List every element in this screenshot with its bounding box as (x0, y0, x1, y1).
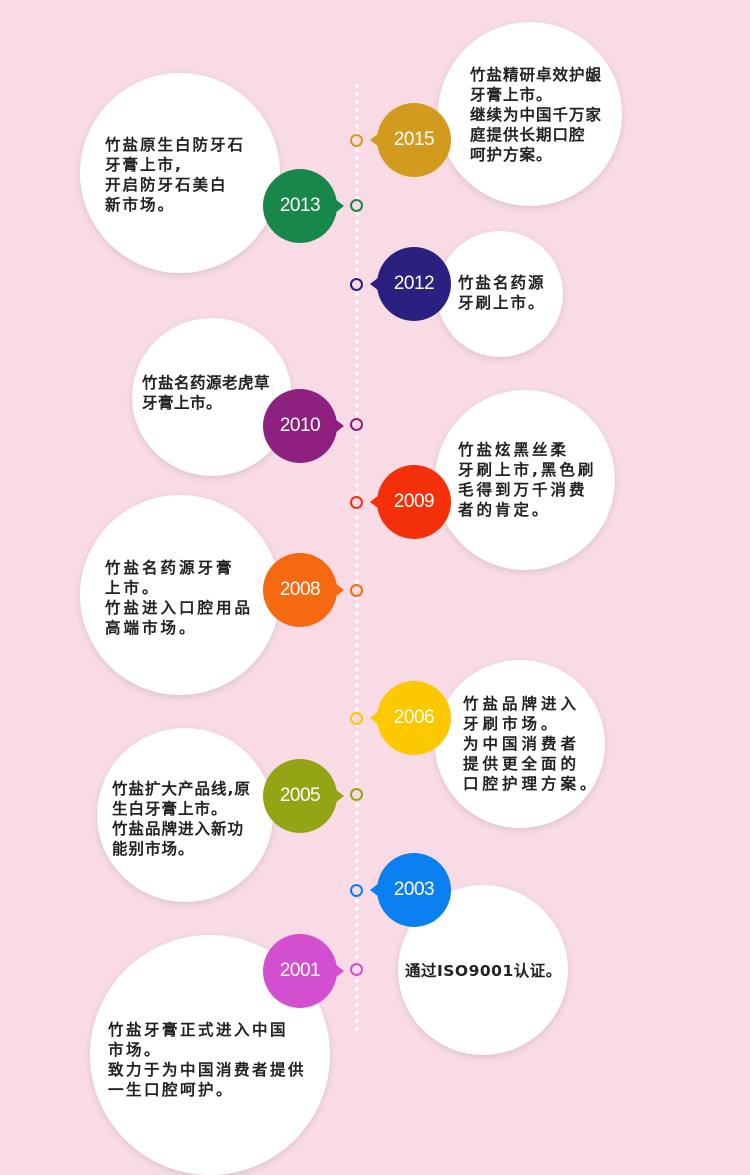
year-badge: 2013 (263, 169, 344, 243)
timeline-dot (350, 884, 363, 897)
timeline-axis (355, 84, 359, 1032)
year-badge: 2006 (370, 681, 451, 755)
event-text: 竹盐名药源牙膏 上市。 竹盐进入口腔用品 高端市场。 (105, 559, 254, 637)
event-text: 竹盐名药源 牙刷上市。 (458, 274, 546, 312)
event-bubble (80, 73, 280, 273)
event-text: 通过ISO9001认证。 (405, 962, 562, 980)
year-badge: 2009 (370, 465, 451, 539)
event-bubble (437, 231, 563, 357)
event-text: 竹盐品牌进入 牙刷市场。 为中国消费者 提供更全面的 口腔护理方案。 (463, 695, 600, 793)
timeline-dot (350, 496, 363, 509)
event-text: 竹盐原生白防牙石 牙膏上市, 开启防牙石美白 新市场。 (105, 136, 246, 214)
event-bubble (132, 318, 292, 476)
event-bubble (435, 390, 615, 570)
year-badge: 2015 (370, 103, 451, 177)
timeline-dot (350, 418, 363, 431)
timeline-dot (350, 278, 363, 291)
event-text: 竹盐名药源老虎草 牙膏上市。 (142, 374, 271, 412)
year-badge: 2001 (263, 934, 344, 1008)
year-badge: 2005 (263, 759, 344, 833)
event-bubble (438, 22, 622, 206)
timeline-dot (350, 963, 363, 976)
event-text: 竹盐炫黑丝柔 牙刷上市,黑色刷 毛得到万千消费 者的肯定。 (458, 441, 597, 519)
event-bubble (97, 728, 273, 902)
event-text: 竹盐扩大产品线,原 生白牙膏上市。 竹盐品牌进入新功 能别市场。 (112, 780, 251, 858)
timeline-dot (350, 788, 363, 801)
year-badge: 2008 (263, 553, 344, 627)
timeline-dot (350, 712, 363, 725)
event-bubble (80, 495, 280, 695)
timeline-dot (350, 584, 363, 597)
year-badge: 2012 (370, 247, 451, 321)
event-text: 竹盐牙膏正式进入中国 市场。 致力于为中国消费者提供 一生口腔呵护。 (108, 1021, 307, 1099)
year-badge: 2003 (370, 853, 451, 927)
timeline-dot (350, 134, 363, 147)
timeline-dot (350, 199, 363, 212)
year-badge: 2010 (263, 389, 344, 463)
event-text: 竹盐精研卓效护龈 牙膏上市。 继续为中国千万家 庭提供长期口腔 呵护方案。 (470, 66, 603, 164)
event-bubble (435, 660, 605, 828)
